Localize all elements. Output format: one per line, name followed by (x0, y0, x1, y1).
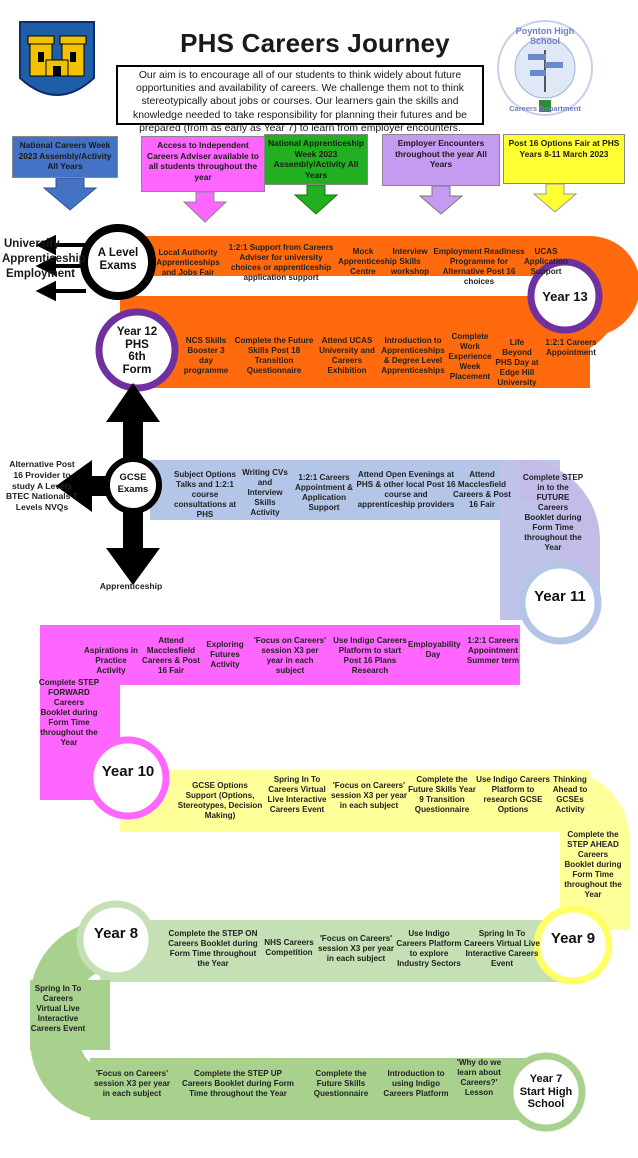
label-y12-6th: 6th (128, 351, 146, 363)
y12-item: Complete the Future Skills Post 18 Trans… (234, 336, 314, 375)
y11-item: Writing CVs and Interview Skills Activit… (242, 468, 288, 517)
event-arrows (42, 177, 578, 223)
y11-item: Attend Macclesfield Careers & Post 16 Fa… (452, 470, 512, 509)
label-y8: Year 8 (93, 925, 139, 942)
event-national-careers-week: National Careers Week 2023 Assembly/Acti… (12, 136, 118, 178)
y12-item: 1:2:1 Careers Appointment (545, 338, 597, 357)
band-y13 (108, 236, 638, 336)
y12-item: Introduction to Apprenticeships & Degree… (381, 336, 445, 375)
y9-item: Spring In To Careers Virtual Live Intera… (267, 775, 327, 814)
band-y7 (90, 1058, 530, 1120)
label-y12-phs: PHS (125, 338, 149, 351)
y9-item: Complete the Future Skills Year 9 Transi… (408, 775, 476, 814)
y10-item: 1:2:1 Careers Appointment Summer term (466, 636, 520, 665)
page-title: PHS Careers Journey (180, 28, 450, 58)
y8-item: Use Indigo Careers Platform to explore I… (396, 929, 462, 968)
band-y12 (120, 318, 590, 388)
y13-item: UCAS Application Support (523, 247, 569, 276)
y9-item: 'Focus on Careers' session X3 per year i… (330, 781, 408, 810)
band-y9 (120, 770, 590, 832)
y7-item: Introduction to using Indigo Careers Pla… (383, 1069, 449, 1098)
circle-y9 (533, 905, 613, 985)
y8-item: Spring In To Careers Virtual Live Intera… (464, 929, 540, 968)
y13-item: Employment Readiness Programme for Alter… (433, 247, 525, 286)
gcse-exit-apprenticeship: Apprenticeship (99, 581, 163, 591)
event-apprenticeship-week: National Apprenticeship Week 2023 Assemb… (264, 134, 368, 185)
event-independent-adviser: Access to Independent Careers Adviser av… (141, 136, 265, 192)
y12-item: Life Beyond PHS Day at Edge Hill Univers… (495, 338, 539, 387)
label-y9: Year 9 (550, 930, 596, 947)
circle-y8 (76, 900, 156, 980)
y11-item: 1:2:1 Careers Appointment & Application … (295, 473, 353, 512)
y11-item: Subject Options Talks and 1:2:1 course c… (173, 470, 237, 519)
y7-item: Complete the Future Skills Questionnaire (313, 1069, 369, 1098)
gcse-exit-alternative: Alternative Post 16 Provider to study A … (5, 459, 79, 513)
careers-department-logo (497, 20, 593, 116)
y10-item: Complete STEP FORWARD Careers Booklet du… (38, 678, 100, 747)
school-crest-logo (19, 21, 95, 96)
y10-item: Aspirations in Practice Activity (84, 646, 138, 675)
y8-item: 'Focus on Careers' session X3 per year i… (317, 934, 395, 963)
y8-item: NHS Careers Competition (264, 938, 314, 957)
y10-item: Exploring Futures Activity (206, 640, 244, 669)
y9-item: Complete the STEP AHEAD Careers Booklet … (564, 830, 622, 899)
event-employer-encounters: Employer Encounters throughout the year … (382, 134, 500, 186)
circle-y11 (518, 561, 602, 645)
aim-statement: Our aim is to encourage all of our stude… (116, 65, 484, 134)
circle-y13 (527, 258, 603, 334)
y10-item: Use Indigo Careers Platform to start Pos… (333, 636, 407, 675)
circle-alevel (80, 224, 156, 300)
event-post16-fair: Post 16 Options Fair at PHS Years 8-11 M… (503, 134, 625, 184)
y10-item: 'Focus on Careers' session X3 per year i… (253, 636, 327, 675)
y12-item: NCS Skills Booster 3 day programme (183, 336, 229, 375)
y11-item: Complete STEP in to the FUTURE Careers B… (522, 473, 584, 552)
label-y11: Year 11 (534, 588, 586, 605)
label-y12: Year 12 PHS 6th Form (104, 326, 170, 376)
y8-item: Spring In To Careers Virtual Live Intera… (30, 984, 86, 1033)
exit-apprenticeship: Apprenticeship (2, 253, 86, 265)
y13-item: Mock Apprenticeship Centre (338, 247, 397, 276)
y11-item: Attend Open Evenings at PHS & other loca… (356, 470, 456, 509)
band-y8 (100, 920, 580, 982)
y13-item: Interview Skills workshop (390, 247, 430, 276)
label-y10: Year 10 (101, 763, 155, 780)
alevel-exit-arrows (35, 234, 86, 302)
circle-y10 (86, 736, 170, 820)
label-y12-form: Form (122, 363, 152, 376)
y9-item: Thinking Ahead to GCSEs Activity (552, 775, 588, 814)
y10-item: Employability Day (408, 640, 461, 659)
y9-item: Use Indigo Careers Platform to research … (476, 775, 550, 814)
y8-item: Complete the STEP ON Careers Booklet dur… (168, 929, 258, 968)
y12-item: Attend UCAS University and Careers Exhib… (319, 336, 375, 375)
y13-item: 1:2:1 Support from Careers Adviser for u… (228, 243, 334, 282)
label-y13: Year 13 (542, 289, 588, 304)
label-gcse: GCSE Exams (117, 472, 149, 495)
circle-y12 (95, 308, 179, 392)
y7-item: 'Focus on Careers' session X3 per year i… (93, 1069, 171, 1098)
y13-item: Local Authority Apprenticeships and Jobs… (156, 248, 220, 277)
y7-item: 'Why do we learn about Careers?' Lesson (456, 1058, 502, 1097)
y9-item: GCSE Options Support (Options, Stereotyp… (177, 781, 263, 820)
exit-employment: Employment (6, 268, 76, 280)
y10-item: Attend Macclesfield Careers & Post 16 Fa… (141, 636, 201, 675)
y7-item: Complete the STEP UP Careers Booklet dur… (182, 1069, 294, 1098)
exit-university: University (4, 238, 60, 250)
label-y12-year: Year 12 (116, 326, 158, 338)
circle-y7 (506, 1052, 586, 1132)
label-y7: Year 7 Start High School (519, 1073, 573, 1110)
circle-gcse (104, 456, 162, 514)
y12-item: Complete Work Experience Week Placement (448, 332, 492, 381)
logo-right-text: Poynton High School (515, 26, 575, 46)
logo-right-sub: Careers Department (509, 104, 581, 113)
label-alevel: A Level Exams (97, 247, 139, 272)
